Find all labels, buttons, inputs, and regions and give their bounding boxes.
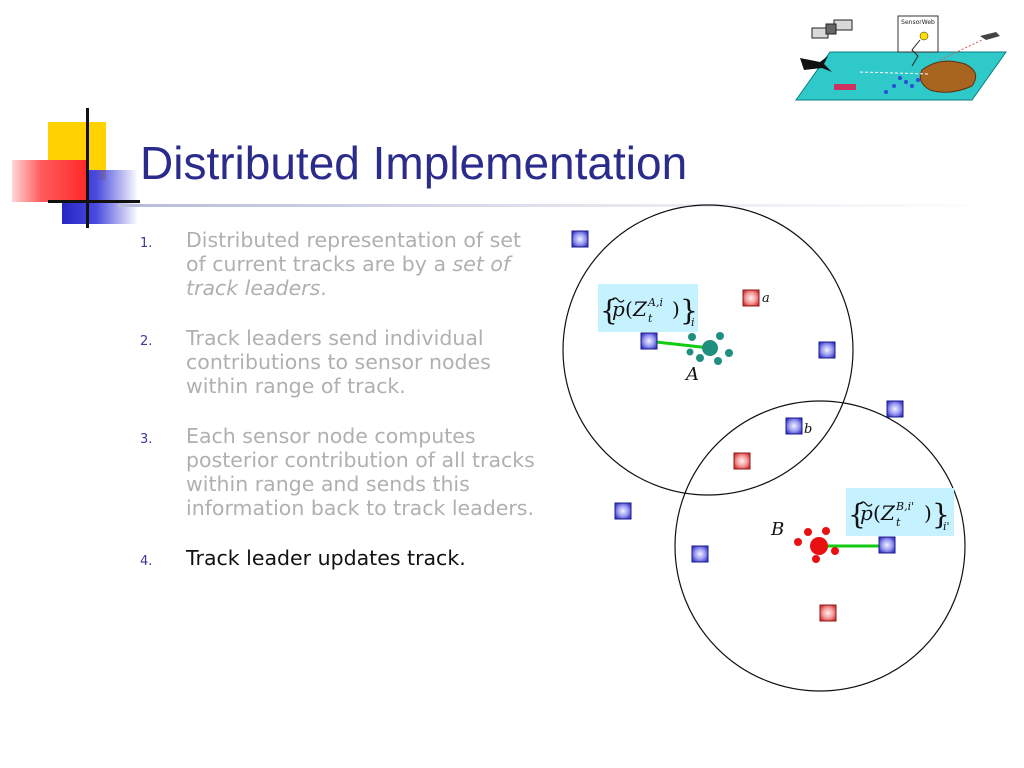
sensor-node-b [785,417,803,435]
sensorweb-panel [897,15,939,53]
signal-line [911,39,921,67]
sensor-node [614,502,632,520]
formula-b-z: Z [880,501,896,525]
red-square [12,160,86,202]
track-b-label: B [770,519,784,540]
track-b-estimate [810,537,828,555]
track-a-cluster [686,332,733,365]
item-text-end: . [320,276,327,300]
sensor-node-leader-a [640,332,658,350]
track-a-estimate [702,340,718,356]
list-item: 3. Each sensor node computes posterior co… [140,424,540,520]
sun-icon [919,31,929,41]
sensor-dots [884,76,920,94]
satellite-icon [811,19,853,39]
formula-a-superscript: A,i [647,296,663,309]
road-patch [834,84,856,90]
formula-b: { p ( Z B,i' t ) } i' [846,488,954,536]
formula-b-box [846,488,954,536]
item-number: 3. [140,432,153,447]
formula-a-index: i [691,316,695,329]
formula-a-subscript: t [648,312,653,325]
item-number: 1. [140,236,153,251]
tilde-mark [611,297,625,303]
tilde-mark [859,501,873,507]
drone-icon [980,32,1000,40]
sensor-node-leader-b [878,536,896,554]
node-a-label: a [762,291,770,306]
sensor-node [733,452,751,470]
sensor-node-a [742,289,760,307]
map-road [859,71,931,75]
range-circle-b [674,400,966,692]
formula-a-open-brace: { [600,294,618,327]
tracking-diagram: A B a b { p ( Z A,i t ) } i { p ( Z B,i'… [562,204,966,692]
track-a-label: A [684,364,699,385]
formula-a: { p ( Z A,i t ) } i [598,284,698,332]
formula-a-close-brace: } [680,294,698,327]
list-item: 2. Track leaders send individual contribu… [140,326,540,398]
track-b-cluster [794,527,839,563]
formula-a-box [598,284,698,332]
formula-b-open-brace: { [848,498,866,531]
formula-b-paren-close: ) [924,501,932,525]
formula-b-close-brace: } [932,498,950,531]
leader-link-a [655,340,711,350]
terrain-patch [919,60,977,93]
vertical-line [86,108,89,228]
sensor-node [819,604,837,622]
sensor-node [818,341,836,359]
title-underline [118,204,998,207]
formula-b-paren-open: ( [873,501,881,525]
list-item-current: 4. Track leader updates track. [140,546,540,570]
formula-b-index: i' [943,520,950,533]
formula-b-p: p [860,501,873,525]
sensor-nodes-blue [571,230,904,563]
formula-b-subscript: t [896,516,901,529]
formula-a-p: p [612,297,625,321]
formula-a-paren-close: ) [672,297,680,321]
horizontal-line [48,200,140,203]
page-title: Distributed Implementation [140,137,688,189]
corner-decoration [0,108,140,228]
sensor-node [691,545,709,563]
item-text: Each sensor node computes posterior cont… [186,424,535,520]
item-number: 4. [140,554,153,569]
item-number: 2. [140,334,153,349]
range-circle-a [562,204,854,496]
sensorweb-label: SensorWeb [901,19,935,26]
node-b-label: b [804,422,812,437]
formula-a-paren-open: ( [625,297,633,321]
list-item: 1. Distributed representation of set of c… [140,228,540,300]
item-emphasis: set of track leaders [186,252,511,300]
sensorweb-logo: SensorWeb [795,15,1007,101]
sensor-node [886,400,904,418]
formula-b-superscript: B,i' [895,500,914,513]
item-text: Distributed representation of set of cur… [186,228,521,276]
sensor-nodes-red [733,289,837,622]
plane-icon [800,56,832,72]
item-text: Track leader updates track. [186,546,466,570]
sensor-node [571,230,589,248]
formula-a-z: Z [632,297,648,321]
item-text: Track leaders send individual contributi… [186,326,491,398]
bullet-list: 1. Distributed representation of set of c… [140,228,540,596]
